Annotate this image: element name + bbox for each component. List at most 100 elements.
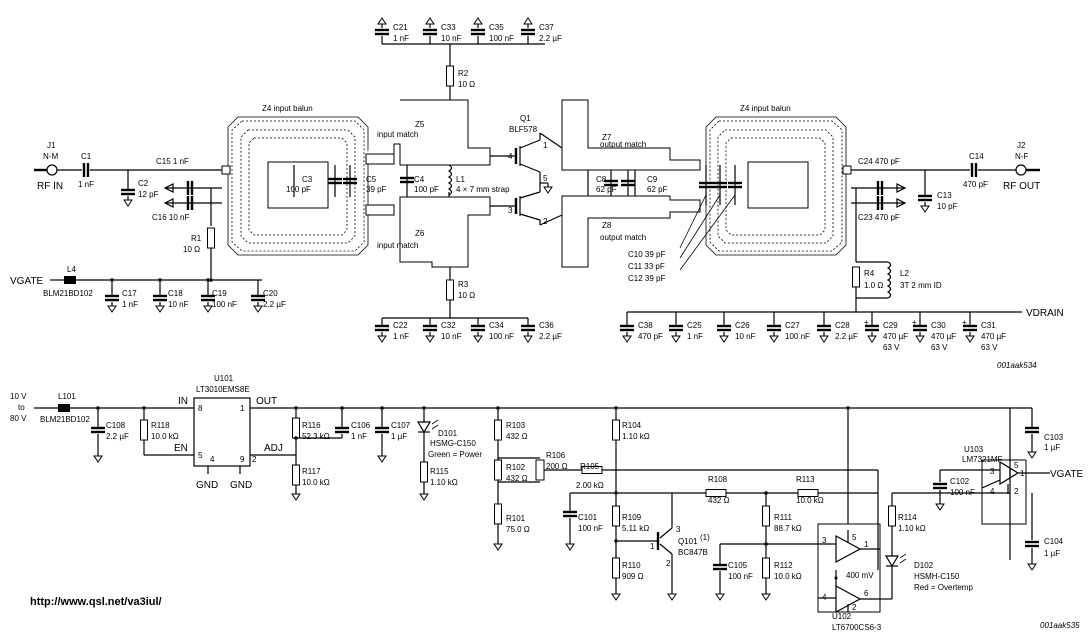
transistor-q1 <box>514 132 563 226</box>
label-c104: C104 <box>1044 537 1064 546</box>
resistor-r110 <box>612 557 620 579</box>
label-r116: R116 <box>302 421 321 430</box>
label-z7: Z7 <box>602 133 612 142</box>
label-r102: R102 <box>506 463 526 472</box>
value-q101: BC847B <box>678 548 708 557</box>
capacitor-c108 <box>89 426 107 434</box>
pin-1: 1 <box>543 141 548 150</box>
ground-icon <box>867 331 877 343</box>
capacitor-c36 <box>519 324 537 332</box>
resistor-r118 <box>140 419 148 441</box>
output-balun-z4 <box>679 116 852 271</box>
value-c108: 2.2 µF <box>106 432 129 441</box>
value-c30: 470 µF <box>931 332 956 341</box>
capacitor-c14 <box>970 161 978 179</box>
label-c3: C3 <box>302 175 313 184</box>
u103-pin-4: 4 <box>990 487 995 496</box>
u102-pin-5: 5 <box>852 533 857 542</box>
value-c1: 1 nF <box>78 180 94 189</box>
label-l1: L1 <box>456 175 465 184</box>
label-c30: C30 <box>931 321 946 330</box>
label-r109: R109 <box>622 513 642 522</box>
value-c22: 1 nF <box>393 332 409 341</box>
pin-1: 1 <box>240 404 245 413</box>
label-u102: U102 <box>832 612 852 621</box>
value-j1: N-M <box>43 152 58 161</box>
ground-icon <box>622 331 632 343</box>
ground-icon <box>667 589 677 601</box>
vdrain-label: VDRAIN <box>1026 308 1064 319</box>
svg-text:+: + <box>864 318 869 327</box>
figure-id-top: 001aak534 <box>997 361 1037 370</box>
vgate-label: VGATE <box>10 276 43 287</box>
voltage-c29: 63 V <box>883 343 900 352</box>
ground-icon <box>523 331 533 343</box>
svg-text:+: + <box>962 318 967 327</box>
figure-id-bottom: 001aak535 <box>1040 621 1080 630</box>
ground-icon <box>671 331 681 343</box>
rf-in-label: RF IN <box>37 181 63 192</box>
vdrain-rail: +++ <box>618 311 1022 343</box>
pin-3: 3 <box>508 206 513 215</box>
value-r116: 52.3 kΩ <box>302 432 330 441</box>
label-c11: C11 33 pF <box>628 262 665 271</box>
value-r104: 1.10 kΩ <box>622 432 650 441</box>
label-z6: Z6 <box>415 229 425 238</box>
label-c4: C4 <box>414 175 425 184</box>
label-r114: R114 <box>898 513 917 522</box>
label-c31: C31 <box>981 321 996 330</box>
label-j2: J2 <box>1017 141 1026 150</box>
capacitor-c2 <box>119 188 137 196</box>
supply-voltage-to: to <box>18 403 25 412</box>
ground-icon <box>523 17 533 29</box>
resistor-r115 <box>420 461 428 483</box>
label-c37: C37 <box>539 23 554 32</box>
u102-pin-3: 3 <box>822 536 827 545</box>
label-r115: R115 <box>430 467 449 476</box>
capacitor-c38 <box>618 324 636 332</box>
value-r109: 5.11 kΩ <box>622 524 649 533</box>
value-r118: 10.0 kΩ <box>151 432 179 441</box>
value-c104: 1 µF <box>1044 549 1060 558</box>
u102-pin-6: 6 <box>864 589 869 598</box>
value-d102: HSMH-C150 <box>914 572 960 581</box>
label-c29: C29 <box>883 321 898 330</box>
label-c12: C12 39 pF <box>628 274 665 283</box>
value-c17: 1 nF <box>122 300 138 309</box>
label-z7-function: output match <box>600 140 646 149</box>
value-c29: 470 µF <box>883 332 908 341</box>
value-c37: 2.2 µF <box>539 34 562 43</box>
ground-icon <box>93 451 103 463</box>
label-c15: C15 1 nF <box>156 157 189 166</box>
capacitor-c104 <box>1023 540 1041 548</box>
ground-icon <box>920 201 930 213</box>
label-r105: R105 <box>580 462 600 471</box>
label-c36: C36 <box>539 321 554 330</box>
value-c34: 100 nF <box>489 332 514 341</box>
label-c18: C18 <box>168 289 183 298</box>
value-r108: 432 Ω <box>708 496 730 505</box>
ground-icon <box>719 331 729 343</box>
capacitor-c107 <box>373 426 391 434</box>
value-u102: LT6700CS6-3 <box>832 623 882 632</box>
value-r106: 200 Ω <box>546 462 568 471</box>
value-c35: 100 nF <box>489 34 514 43</box>
value-c36: 2.2 µF <box>539 332 562 341</box>
capacitor-c106 <box>333 426 351 434</box>
label-l2: L2 <box>900 269 909 278</box>
capacitor-c27 <box>765 324 783 332</box>
label-z5-function: input match <box>377 130 418 139</box>
value-l2: 3T 2 mm ID <box>900 281 942 290</box>
ground-icon <box>819 331 829 343</box>
pin-adj-label: ADJ <box>264 443 283 454</box>
pin-5: 5 <box>198 451 203 460</box>
label-z6-function: input match <box>377 241 418 250</box>
u103-pin-3: 3 <box>990 467 995 476</box>
capacitor-c101 <box>561 510 579 518</box>
ground-icon <box>253 301 263 313</box>
value-c5: 39 pF <box>366 185 387 194</box>
value-r117: 10.0 kΩ <box>302 478 330 487</box>
value-c38: 470 pF <box>638 332 663 341</box>
capacitor-c18 <box>151 294 169 302</box>
